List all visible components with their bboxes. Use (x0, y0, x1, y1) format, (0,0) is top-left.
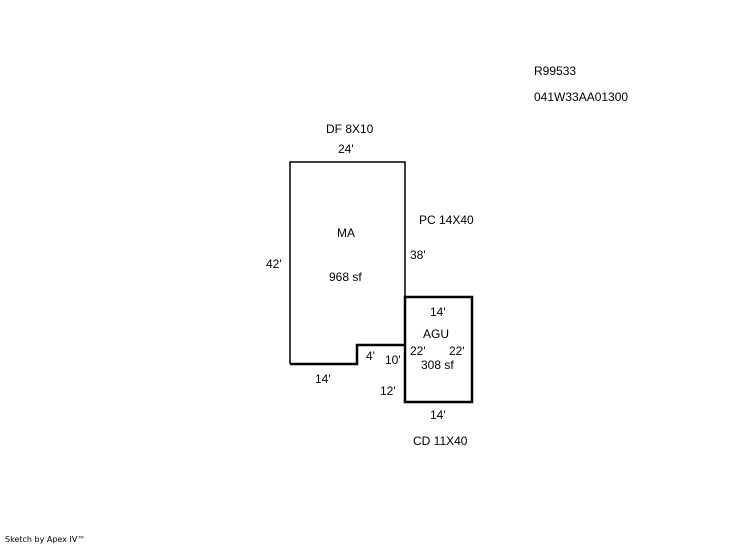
df-label: DF 8X10 (326, 122, 374, 136)
dim-agu-left: 22' (410, 344, 426, 358)
pc-label: PC 14X40 (419, 213, 474, 227)
agu-outline (403, 295, 474, 404)
ma-outline (289, 161, 406, 364)
dim-agu-lower-left: 12' (380, 384, 396, 398)
agu-area: 308 sf (421, 358, 454, 372)
ma-step-outline (290, 343, 405, 366)
parcel-id: R99533 (534, 64, 576, 78)
dim-ma-right: 38' (410, 248, 426, 262)
dim-agu-top: 14' (430, 305, 446, 319)
dim-agu-bottom: 14' (430, 408, 446, 422)
dim-ma-step-side: 10' (385, 353, 401, 367)
dim-ma-top: 24' (338, 142, 354, 156)
agu-label: AGU (423, 327, 449, 341)
sketch-credit: Sketch by Apex IV™ (5, 535, 86, 544)
ma-area: 968 sf (329, 270, 362, 284)
dim-ma-bottom: 14' (315, 372, 331, 386)
dim-ma-left: 42' (266, 257, 282, 271)
dim-ma-step: 4' (366, 349, 375, 363)
map-number: 041W33AA01300 (534, 90, 628, 104)
cd-label: CD 11X40 (413, 434, 468, 448)
dim-agu-right: 22' (449, 344, 465, 358)
ma-label: MA (337, 226, 355, 240)
